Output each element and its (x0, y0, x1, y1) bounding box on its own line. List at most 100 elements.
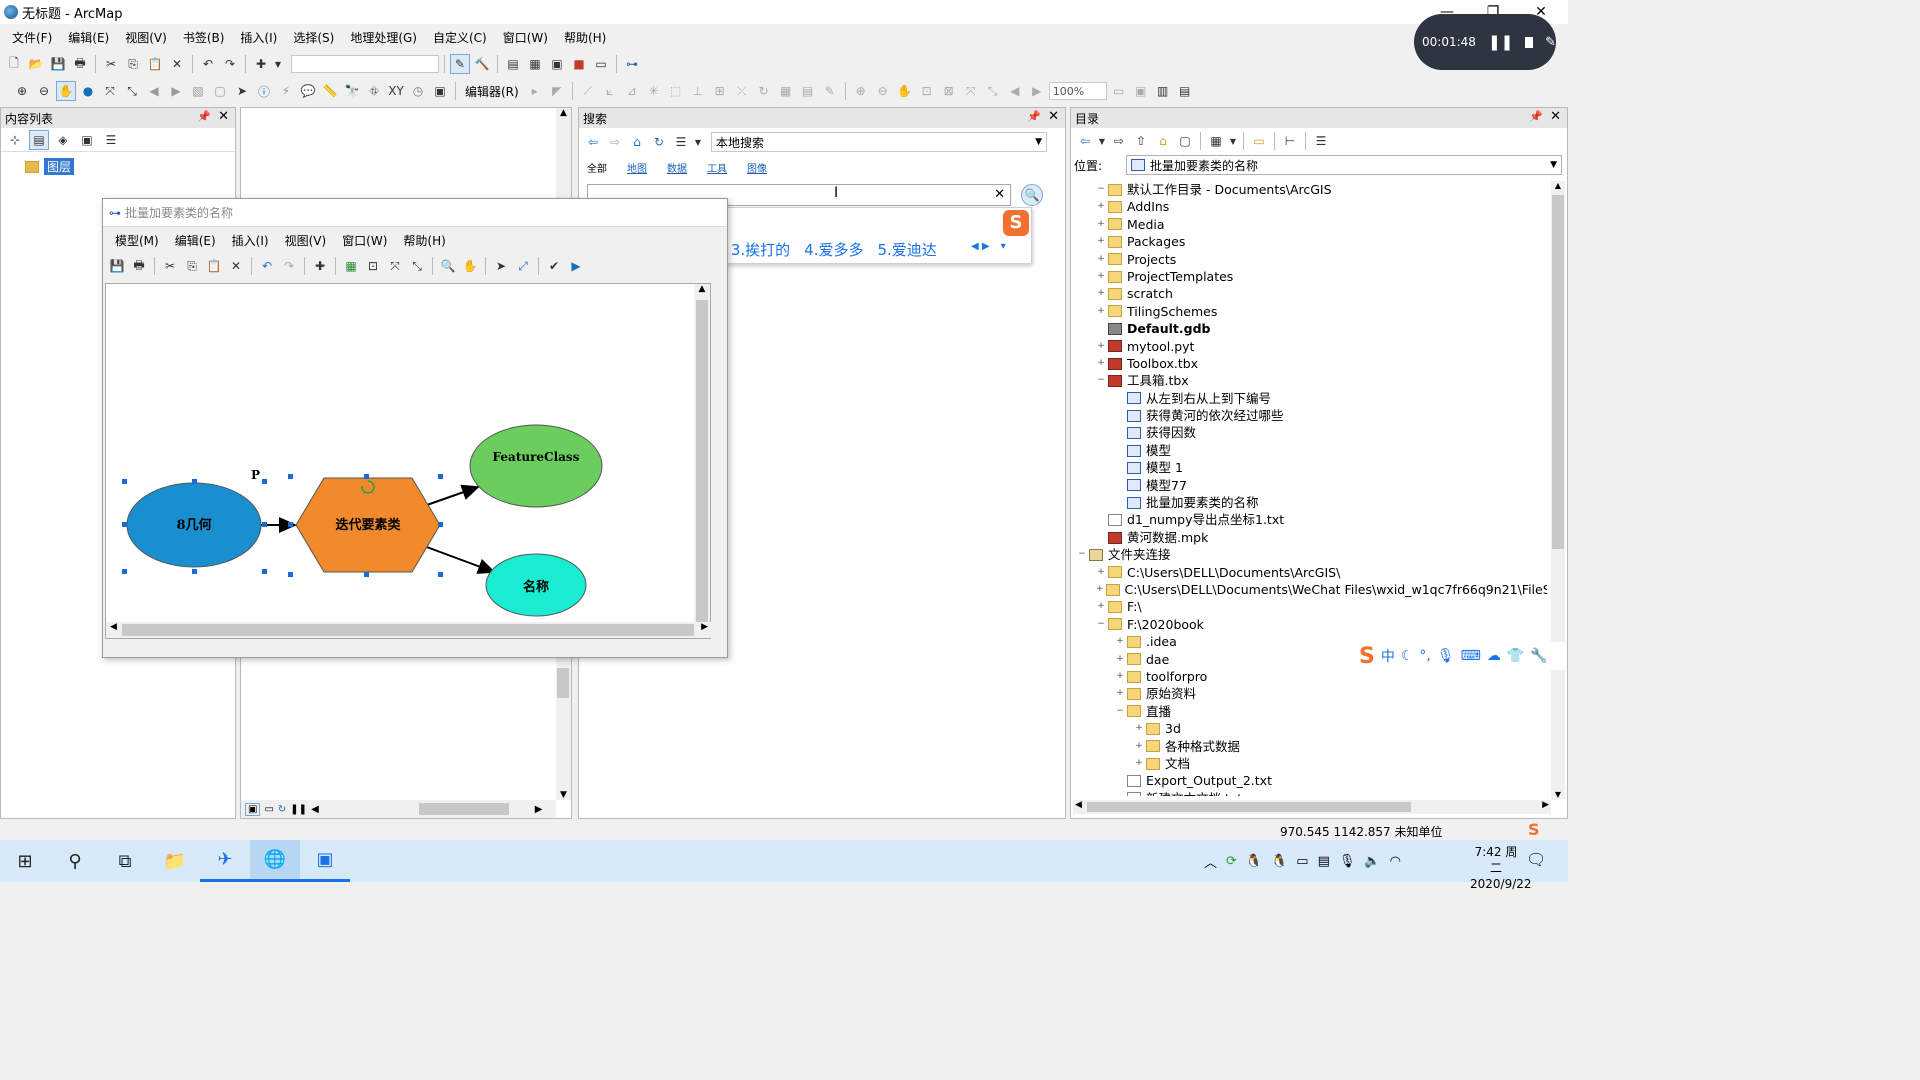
trace-icon[interactable]: ⊿ (626, 84, 637, 98)
add-data-icon[interactable]: ✚ (314, 259, 326, 273)
catalog-tree-item[interactable]: +3d (1073, 720, 1547, 737)
taskbar-clock[interactable]: 7:42 周二 2020/9/22 (1470, 844, 1532, 892)
options-icon[interactable]: ☰ (1315, 134, 1327, 148)
toggle-contents-icon[interactable]: ▢ (1179, 134, 1191, 148)
redo-icon[interactable]: ↷ (283, 259, 295, 273)
pan-icon[interactable]: ✋ (56, 81, 76, 101)
catalog-tree-item[interactable]: −直播 (1073, 703, 1547, 720)
split-icon[interactable]: ⤫ (736, 83, 747, 98)
forward-icon[interactable]: ⇨ (1113, 134, 1125, 148)
attributes-icon[interactable]: ▦ (780, 84, 792, 98)
catalog-tree-item[interactable]: 模型 1 (1073, 459, 1547, 476)
connect-folder-icon[interactable]: ▭ (1253, 134, 1265, 148)
task-view-icon[interactable]: ⧉ (118, 850, 132, 872)
catalog-tree-item[interactable]: +各种格式数据 (1073, 738, 1547, 755)
straight-segment-icon[interactable]: ⟋ (583, 83, 592, 98)
catalog-tree-item[interactable]: +Toolbox.tbx (1073, 355, 1547, 372)
ime-shirt-icon[interactable]: 👕 (1506, 648, 1525, 664)
pause-drawing-icon[interactable]: ❚❚ (290, 803, 308, 815)
menu-item[interactable]: 窗口(W) (502, 30, 548, 45)
focus-frame-icon[interactable]: ▣ (1135, 84, 1147, 98)
ime-skin-icon[interactable]: ☁ (1486, 648, 1501, 664)
pause-icon[interactable]: ❚❚ (1488, 33, 1514, 51)
catalog-tree-item[interactable]: +Media (1073, 216, 1547, 233)
feishu-app-icon[interactable]: ✈ (200, 840, 250, 882)
dropdown-arrow-icon[interactable]: ▼ (1098, 136, 1106, 146)
list-by-source-icon[interactable]: ▤ (29, 129, 49, 150)
connect-icon[interactable]: ⤢ (518, 258, 528, 273)
catalog-tree-item[interactable]: Default.gdb (1073, 320, 1547, 337)
scale-dropdown[interactable] (291, 55, 439, 73)
clear-icon[interactable]: ✕ (994, 187, 1005, 202)
model-canvas[interactable]: 8几何 迭代要素类 FeatureClass 名称 P ▲ ◀ ▶ (105, 283, 712, 639)
catalog-tree-item[interactable]: +AddIns (1073, 198, 1547, 215)
scroll-up-icon[interactable]: ▲ (560, 108, 567, 118)
zoom-in-icon[interactable]: 🔍 (440, 259, 456, 273)
scroll-right-icon[interactable]: ▶ (1542, 800, 1549, 810)
expand-icon[interactable]: + (1097, 288, 1105, 299)
expand-icon[interactable]: + (1116, 653, 1124, 664)
scroll-up-icon[interactable]: ▲ (1554, 181, 1562, 190)
wifi-icon[interactable]: ◠ (1389, 853, 1401, 869)
modelbuilder-icon[interactable]: ⊶ (626, 57, 638, 71)
stop-icon[interactable] (1525, 36, 1534, 48)
volume-icon[interactable]: 🔈 (1364, 853, 1381, 869)
pin-icon[interactable]: 📌 (1027, 110, 1041, 123)
expand-icon[interactable]: + (1097, 201, 1105, 212)
add-data-icon[interactable]: ✚ (255, 57, 267, 71)
expand-icon[interactable]: + (1096, 583, 1104, 594)
reshape-icon[interactable]: ⊥ (692, 84, 703, 98)
ime-candidate[interactable]: 4.爱多多 (804, 241, 864, 259)
catalog-tree-item[interactable]: −工具箱.tbx (1073, 372, 1547, 389)
editor-menu[interactable]: 编辑器(R) (465, 84, 519, 99)
search-options-icon[interactable]: ☰ (675, 135, 687, 149)
dropdown-arrow-icon[interactable]: ▼ (694, 137, 702, 147)
search-tab[interactable]: 工具 (707, 163, 727, 175)
hyperlink-icon[interactable]: ⚡ (281, 84, 291, 98)
scroll-left-icon[interactable]: ◀ (1075, 800, 1082, 810)
search-icon[interactable]: ⚲ (68, 850, 82, 872)
menu-item[interactable]: 帮助(H) (563, 30, 607, 45)
qq-icon[interactable]: 🐧 (1271, 853, 1288, 869)
paste-icon[interactable]: 📋 (147, 57, 163, 71)
expand-icon[interactable]: + (1097, 218, 1105, 229)
catalog-tree-item[interactable]: +toolforpro (1073, 668, 1547, 685)
catalog-tree-item[interactable]: d1_numpy导出点坐标1.txt (1073, 511, 1547, 528)
catalog-tree-item[interactable]: +mytool.pyt (1073, 338, 1547, 355)
catalog-tree-item[interactable]: −默认工作目录 - Documents\ArcGIS (1073, 181, 1547, 198)
catalog-tree-item[interactable]: +dae (1073, 651, 1547, 668)
menu-item[interactable]: 插入(I) (240, 30, 278, 45)
ime-microphone-icon[interactable]: 🎙 (1436, 648, 1455, 664)
scroll-thumb[interactable] (1552, 195, 1564, 549)
forward-extent-icon[interactable]: ▶ (171, 84, 181, 98)
layout-zoom-dropdown[interactable]: 100% (1048, 82, 1107, 100)
model-menu-item[interactable]: 插入(I) (231, 233, 269, 248)
save-icon[interactable]: 💾 (109, 259, 125, 273)
refresh-icon[interactable]: ↻ (277, 803, 287, 815)
expand-icon[interactable]: + (1097, 566, 1105, 577)
forward-icon[interactable]: ⇨ (609, 135, 621, 149)
catalog-horizontal-scrollbar[interactable]: ◀ ▶ (1073, 800, 1551, 814)
pan-icon[interactable]: ✋ (462, 259, 478, 273)
input-node-label[interactable]: 8几何 (176, 518, 212, 533)
ime-page-arrows[interactable]: ◀ ▶ ▾ (971, 241, 1006, 252)
delete-icon[interactable]: ✕ (171, 57, 183, 71)
catalog-tree-item[interactable]: +文档 (1073, 755, 1547, 772)
new-icon[interactable]: 🗋 (9, 55, 19, 70)
menu-item[interactable]: 视图(V) (125, 30, 167, 45)
back-icon[interactable]: ⇦ (587, 135, 599, 149)
scroll-left-icon[interactable]: ◀ (311, 803, 319, 815)
pen-icon[interactable]: ✎ (1545, 34, 1556, 50)
output-featureclass-label[interactable]: FeatureClass (492, 450, 580, 464)
model-horizontal-scrollbar[interactable]: ◀ ▶ (106, 622, 712, 638)
meeting-app-icon[interactable]: ▣ (300, 840, 350, 882)
arcmap-app-icon[interactable]: 🌐 (250, 840, 300, 882)
catalog-tree-item[interactable]: +C:\Users\DELL\Documents\ArcGIS\ (1073, 564, 1547, 581)
expand-icon[interactable]: + (1097, 601, 1105, 612)
catalog-tree-item[interactable]: +F:\ (1073, 598, 1547, 615)
ime-punctuation-icon[interactable]: °, (1419, 648, 1431, 664)
select-icon[interactable]: ➤ (495, 259, 507, 273)
paste-icon[interactable]: 📋 (206, 259, 222, 273)
menu-item[interactable]: 选择(S) (293, 30, 335, 45)
clear-selection-icon[interactable]: ▢ (214, 84, 226, 98)
